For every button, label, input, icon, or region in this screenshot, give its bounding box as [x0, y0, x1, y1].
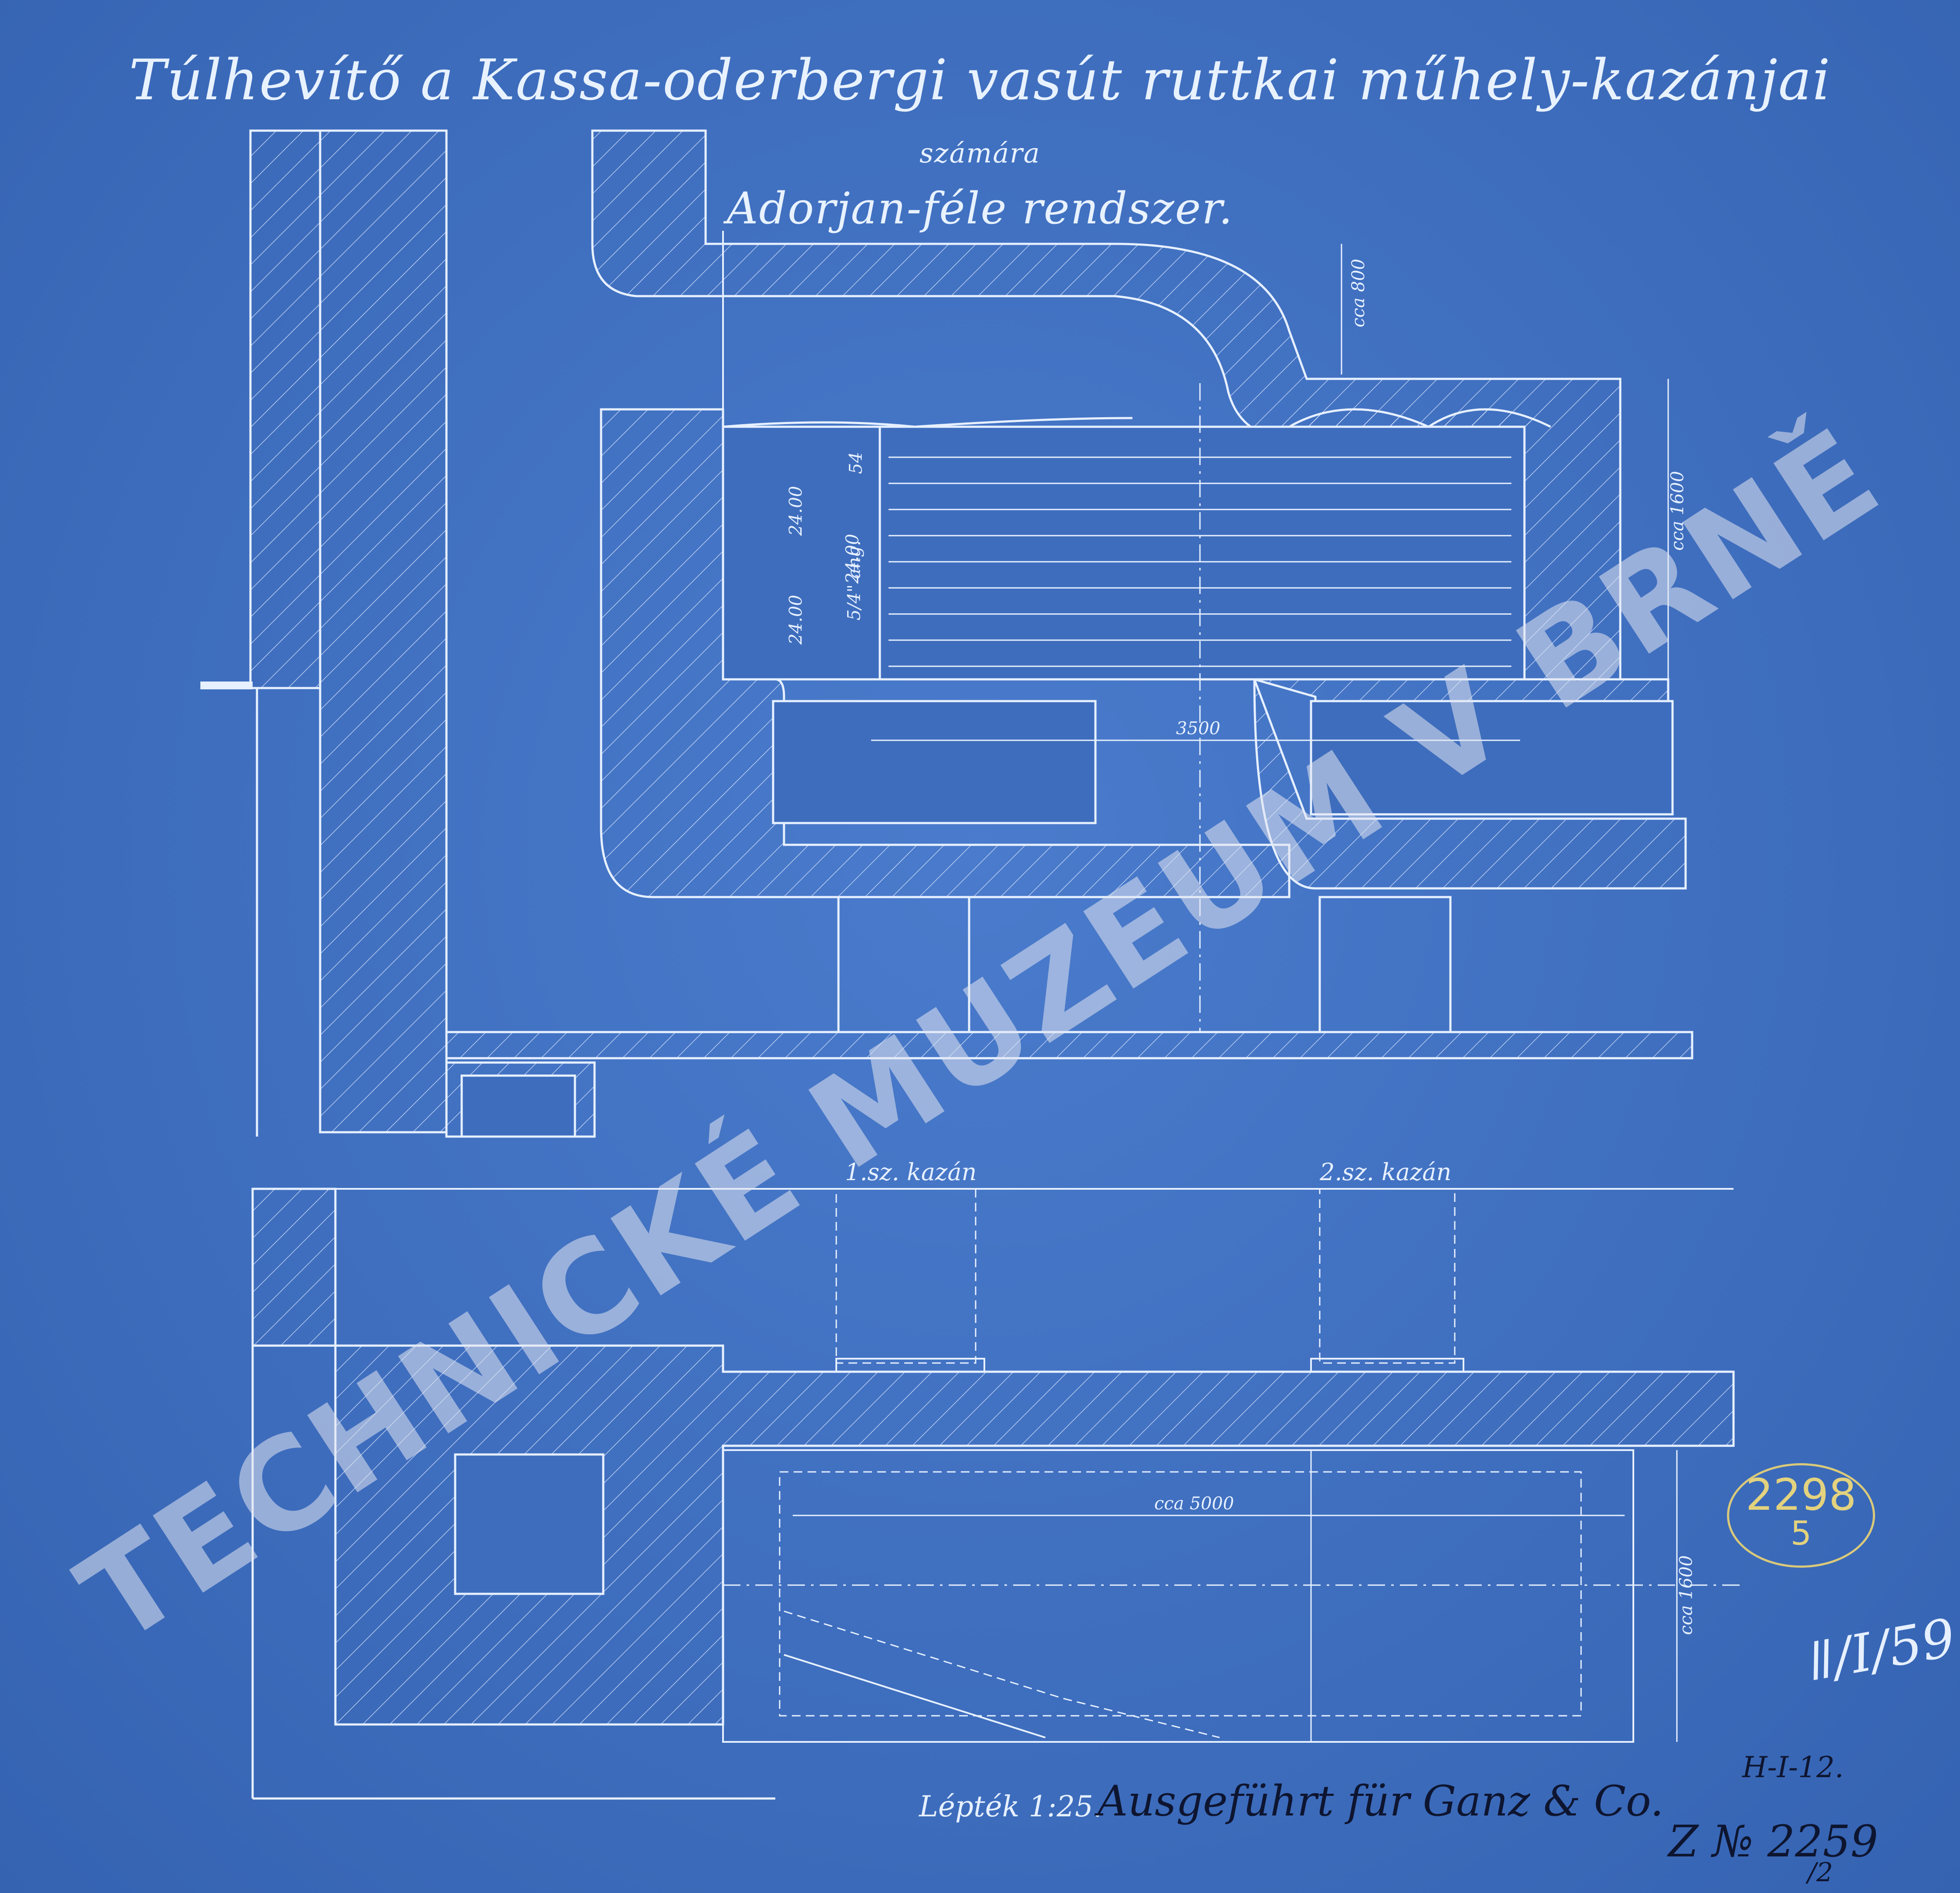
superheater-header-left: [722, 425, 881, 681]
plan-left-corner: [251, 1188, 337, 1347]
drawing-title: Túlhevítő a Kassa-oderbergi vasút ruttka…: [129, 48, 1831, 113]
plan-opening: [454, 1453, 605, 1595]
chimney-stack: [591, 129, 1622, 681]
plan-flue-chamber: [722, 1449, 1634, 1743]
drawing-number: Z № 2259: [1668, 1816, 1879, 1867]
firebox-left: [772, 700, 1097, 824]
left-wall-inner: [319, 129, 448, 1134]
drawing-number-sub: /2: [1808, 1857, 1833, 1888]
floor-slab: [445, 1031, 1693, 1060]
archive-stamp: 2298 5: [1727, 1463, 1875, 1568]
ground-line-left: [200, 682, 253, 689]
drawing-system: Adorjan-féle rendszer.: [727, 183, 1233, 234]
drawing-subtitle: számára: [919, 137, 1041, 169]
sheet-code: H-I-12.: [1742, 1751, 1844, 1784]
left-wall: [249, 129, 321, 689]
dim-tube-unit: 5/4" ang.: [844, 540, 865, 621]
plan-main-block: [334, 1344, 1735, 1726]
stamp-sub: 5: [1790, 1514, 1812, 1552]
dim-tube-pitch-1: 24.00: [786, 486, 806, 536]
dim-tube-pitch-2: 24.00: [786, 594, 806, 645]
executed-for-note: Ausgeführt für Ganz & Co.: [1098, 1777, 1664, 1826]
scale-note: Lépték 1:25.: [919, 1790, 1102, 1823]
label-boiler-1: 1.sz. kazán: [845, 1158, 977, 1186]
dim-lower-height: cca 1600: [1676, 1555, 1696, 1635]
dim-between-boilers: 3500: [1176, 719, 1220, 739]
dim-tube-count: 54: [846, 452, 866, 474]
firebox-right: [1310, 700, 1674, 816]
stamp-number: 2298: [1745, 1469, 1857, 1520]
dim-lower-length: cca 5000: [1154, 1494, 1234, 1514]
label-boiler-2: 2.sz. kazán: [1320, 1158, 1452, 1186]
dim-flue-height: cca 800: [1348, 259, 1369, 327]
